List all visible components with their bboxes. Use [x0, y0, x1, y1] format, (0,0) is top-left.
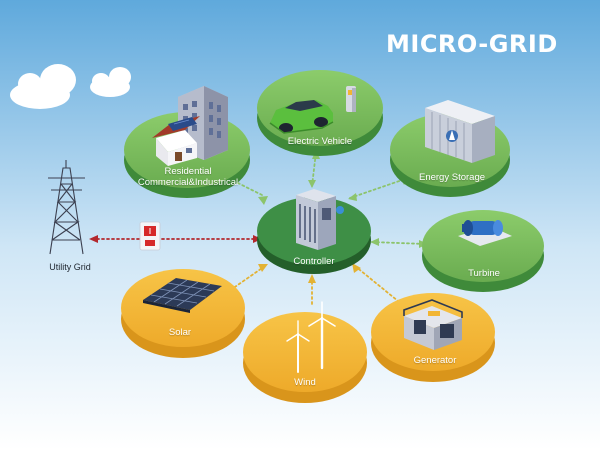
controller-cabinet-icon [296, 189, 344, 250]
power-tower-icon [48, 160, 85, 255]
link-turbine [371, 241, 426, 245]
residential-label-line2: Commercial&Industrical [137, 177, 239, 188]
house-icon [152, 116, 200, 166]
battery-container-icon [425, 100, 495, 163]
link-storage [349, 177, 409, 199]
turbine-icon [458, 220, 512, 246]
charging-station-icon [346, 86, 356, 112]
solar-label: Solar [168, 327, 192, 338]
storage-label: Energy Storage [418, 172, 486, 183]
generator-icon [403, 299, 463, 350]
turbine-label: Turbine [468, 268, 500, 279]
link-solar [231, 265, 266, 290]
arrowhead-icon [352, 263, 361, 273]
arrowhead-icon [258, 264, 268, 272]
generator-label: Generator [413, 355, 457, 366]
arrowhead-icon [89, 235, 98, 243]
turbine-platform [422, 210, 544, 292]
utility-label: Utility Grid [49, 262, 91, 272]
arrowhead-icon [370, 238, 379, 246]
cloud-icon [10, 64, 76, 109]
solar-panel-icon [143, 278, 222, 313]
residential-label: Residential Commercial&Industrical [118, 166, 258, 188]
cloud-icon [90, 67, 131, 97]
arrowhead-icon [348, 193, 357, 201]
electric-car-icon [269, 100, 334, 134]
wind-turbine-icon [286, 301, 336, 373]
residential-label-line1: Residential [164, 166, 212, 177]
wind-platform [243, 312, 367, 403]
breaker-switch-icon[interactable] [139, 221, 161, 251]
wind-label: Wind [294, 377, 316, 388]
arrowhead-icon [308, 274, 316, 283]
page-title: MICRO-GRID [386, 30, 558, 58]
arrowhead-icon [258, 196, 268, 205]
link-generator [354, 265, 399, 302]
ev-label: Electric Vehicle [287, 136, 353, 147]
arrowhead-icon [308, 180, 316, 188]
controller-label: Controller [293, 256, 335, 267]
